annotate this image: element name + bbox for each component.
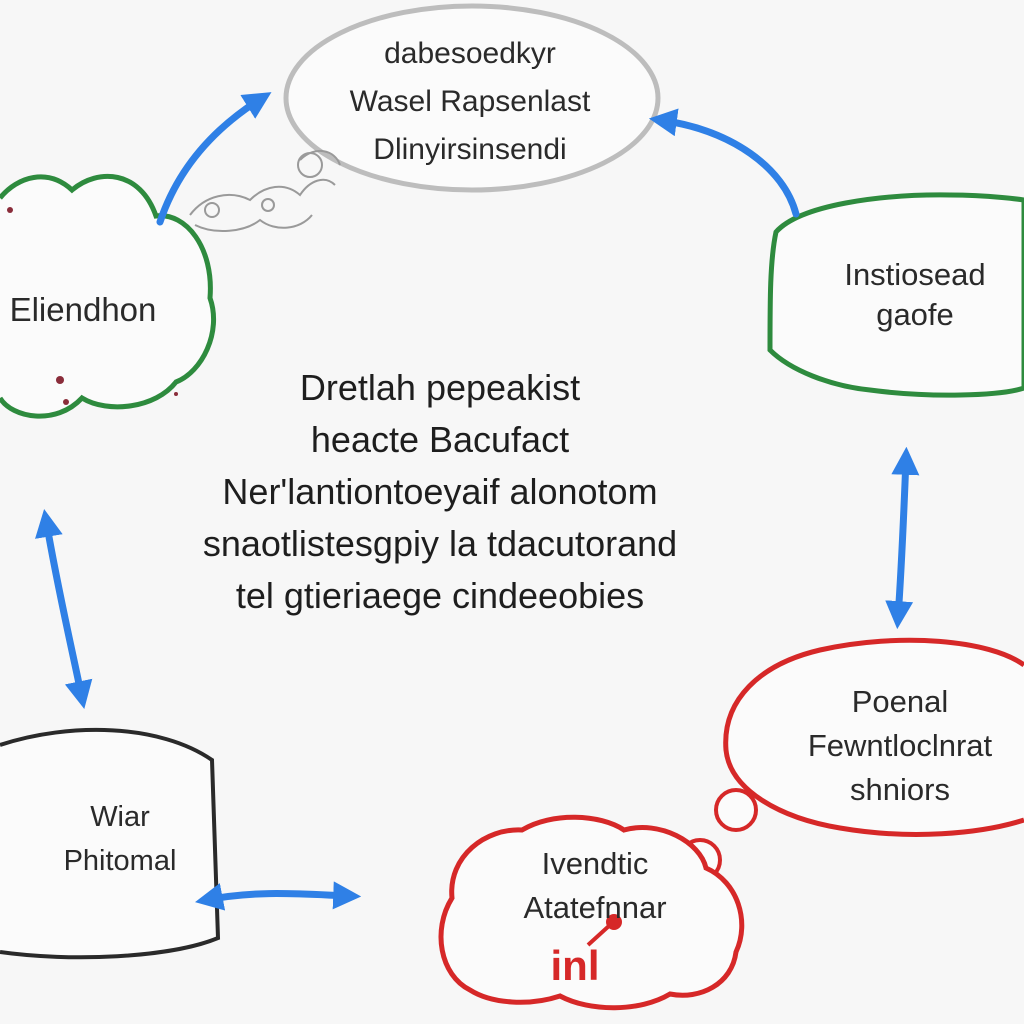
top-node-label: dabesoedkyr Wasel Rapsenlast Dlinyirsins…: [300, 30, 640, 174]
bottom-right-line: Poenal: [851, 684, 949, 719]
right-node-line: gaofe: [876, 297, 954, 332]
right-node-line: Instiosead: [844, 257, 986, 292]
left-cloud-node: [0, 173, 217, 419]
bottom-center-line: Atatefnnar: [523, 890, 667, 925]
bottom-center-line: Ivendtic: [541, 846, 649, 881]
top-node-line: dabesoedkyr: [384, 37, 556, 70]
center-text-line: Ner'lantiontoeyaif alonotom: [222, 471, 658, 512]
bottom-right-thought-node: [723, 637, 1024, 837]
center-text-line: Dretlah pepeakist: [299, 367, 581, 408]
bottom-center-red-text: inl: [550, 942, 600, 989]
bottom-center-cloud-node: [438, 814, 745, 1011]
center-text-line: snaotlistesgpiy la tdacutorand: [202, 523, 678, 564]
arrows: [35, 92, 920, 911]
arrow-right-to-top: [648, 108, 800, 218]
top-node-line: Wasel Rapsenlast: [349, 85, 591, 118]
bottom-center-node-label: Ivendtic Atatefnnar: [470, 842, 720, 930]
bottom-left-node-label: Wiar Phitomal: [20, 795, 220, 883]
center-text-line: tel gtieriaege cindeeobies: [235, 575, 645, 616]
bottom-left-drum-node: [0, 727, 221, 960]
top-ellipse-node: [283, 3, 661, 193]
center-text-block: Dretlah pepeakist heacte Bacufact Ner'la…: [130, 362, 750, 622]
arrow-cloud-to-top: [156, 92, 272, 226]
bottom-right-line: shniors: [850, 772, 950, 807]
bottom-left-line: Phitomal: [63, 845, 177, 877]
doodle-sketch: [189, 150, 341, 232]
center-text-line: heacte Bacufact: [310, 419, 570, 460]
bottom-right-line: Fewntloclnrat: [807, 728, 993, 763]
arrow-left-vertical: [35, 508, 93, 709]
thought-bubble-small-1: [714, 788, 758, 832]
right-rounded-node: [767, 192, 1024, 398]
bottom-right-node-label: Poenal Fewntloclnrat shniors: [760, 680, 1024, 812]
top-node-line: Dlinyirsinsendi: [373, 133, 567, 166]
cloud-dots: [7, 207, 178, 405]
left-cloud-line: Eliendhon: [9, 291, 157, 328]
arrow-bottom-horizontal: [195, 881, 362, 911]
arrow-right-vertical: [885, 446, 920, 630]
right-node-label: Instiosead gaofe: [810, 255, 1020, 335]
red-pin-marks: [586, 914, 622, 947]
bottom-left-line: Wiar: [90, 801, 150, 833]
left-cloud-label: Eliendhon: [0, 290, 168, 330]
